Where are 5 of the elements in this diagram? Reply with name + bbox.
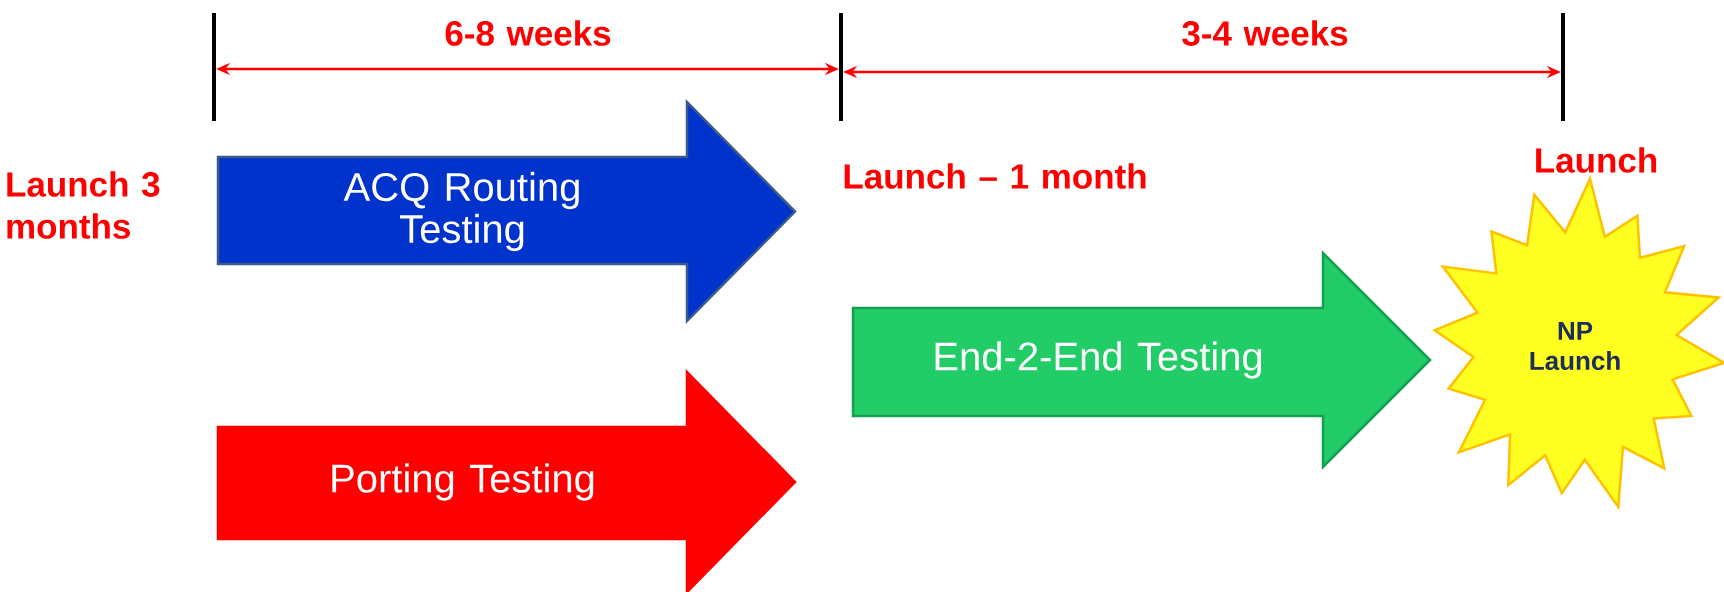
starburst: NP Launch: [1432, 175, 1724, 511]
time-span-label: 6-8 weeks: [445, 20, 611, 46]
time-span-label: 3-4 weeks: [1182, 20, 1348, 46]
milestone-label: Launch 3 months: [7, 171, 160, 239]
milestone-label: Launch – 1 month: [844, 163, 1146, 189]
